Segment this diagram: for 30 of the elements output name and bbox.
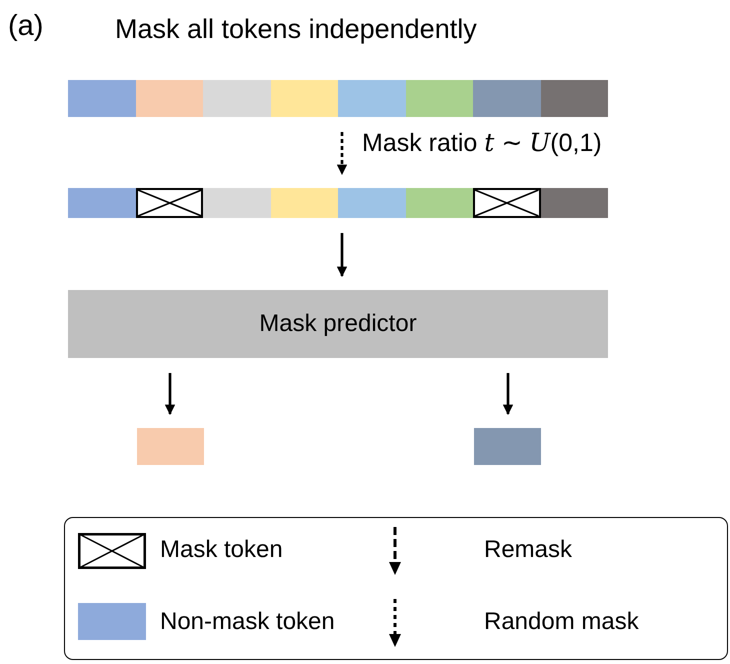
legend-label: Mask token — [160, 536, 283, 564]
mask-token — [136, 188, 203, 218]
token-block — [270, 80, 338, 117]
legend-label: Non-mask token — [160, 608, 335, 636]
arrow — [164, 373, 176, 416]
token-block — [473, 80, 540, 117]
token-block — [203, 188, 270, 218]
panel-label: (a) — [8, 10, 44, 43]
token-block — [68, 80, 136, 117]
diagram-title: Mask all tokens independently — [115, 14, 477, 45]
token-block — [136, 80, 203, 117]
token-block — [137, 428, 204, 465]
token-block — [474, 428, 541, 465]
token-block — [540, 188, 608, 218]
token-block — [68, 188, 136, 218]
arrow — [502, 373, 514, 416]
legend-label: Random mask — [484, 608, 639, 636]
legend-label: Remask — [484, 536, 572, 564]
arrow — [336, 132, 348, 176]
token-block — [338, 188, 406, 218]
arrow — [336, 233, 348, 278]
process-box — [68, 290, 608, 358]
token-block — [270, 188, 338, 218]
token-block — [540, 80, 608, 117]
token-block — [406, 188, 473, 218]
mask-token — [473, 188, 540, 218]
token-block — [338, 80, 406, 117]
box-label: Mask predictor — [259, 310, 417, 338]
token-block — [406, 80, 473, 117]
token-block — [203, 80, 270, 117]
